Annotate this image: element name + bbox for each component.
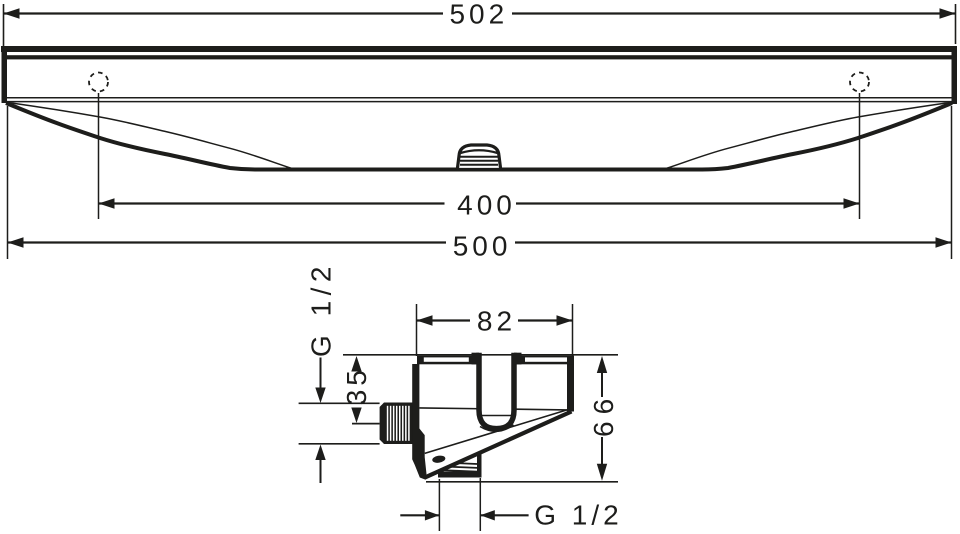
svg-text:82: 82 [477, 306, 516, 337]
svg-text:G 1/2: G 1/2 [534, 500, 622, 531]
svg-text:35: 35 [341, 366, 372, 405]
svg-text:G 1/2: G 1/2 [306, 261, 337, 357]
svg-text:66: 66 [588, 392, 619, 437]
svg-text:502: 502 [449, 0, 508, 30]
svg-text:500: 500 [453, 230, 512, 261]
svg-text:400: 400 [457, 190, 516, 221]
